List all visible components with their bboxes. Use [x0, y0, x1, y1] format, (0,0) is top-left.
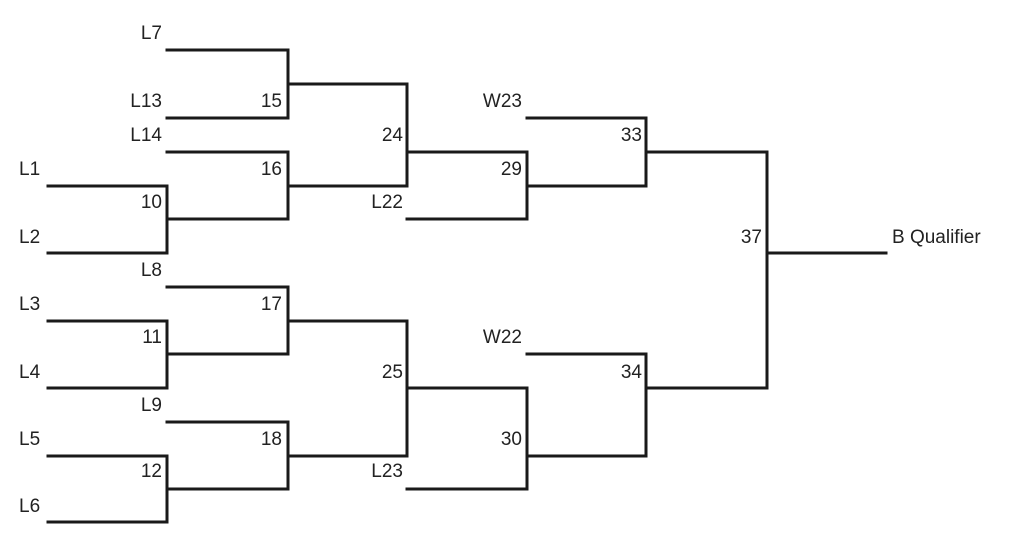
- game-17: 17: [260, 294, 282, 315]
- game-25: 25: [381, 362, 403, 383]
- entry-l2: L2: [19, 227, 41, 248]
- entry-l3: L3: [19, 294, 41, 315]
- entry-l7: L7: [140, 23, 162, 44]
- game-11: 11: [142, 327, 162, 348]
- game-12: 12: [140, 461, 162, 482]
- entry-l1: L1: [19, 159, 41, 180]
- entry-l13: L13: [130, 91, 162, 112]
- entry-l8: L8: [140, 260, 162, 281]
- entry-w23: W23: [482, 91, 522, 112]
- game-24: 24: [381, 125, 403, 146]
- entry-l9: L9: [140, 395, 162, 416]
- game-34: 34: [620, 362, 642, 383]
- result-b-qualifier: B Qualifier: [892, 227, 981, 248]
- entry-w22: W22: [482, 327, 522, 348]
- entry-l22: L22: [371, 192, 403, 213]
- entry-l6: L6: [19, 496, 41, 517]
- game-10: 10: [140, 192, 162, 213]
- game-16: 16: [260, 159, 282, 180]
- game-29: 29: [500, 159, 522, 180]
- entry-l14: L14: [130, 125, 162, 146]
- entry-l23: L23: [371, 461, 403, 482]
- game-15: 15: [260, 91, 282, 112]
- game-30: 30: [500, 429, 522, 450]
- entry-l4: L4: [19, 362, 41, 383]
- game-37: 37: [740, 227, 762, 248]
- game-33: 33: [620, 125, 642, 146]
- game-18: 18: [260, 429, 282, 450]
- entry-l5: L5: [19, 429, 41, 450]
